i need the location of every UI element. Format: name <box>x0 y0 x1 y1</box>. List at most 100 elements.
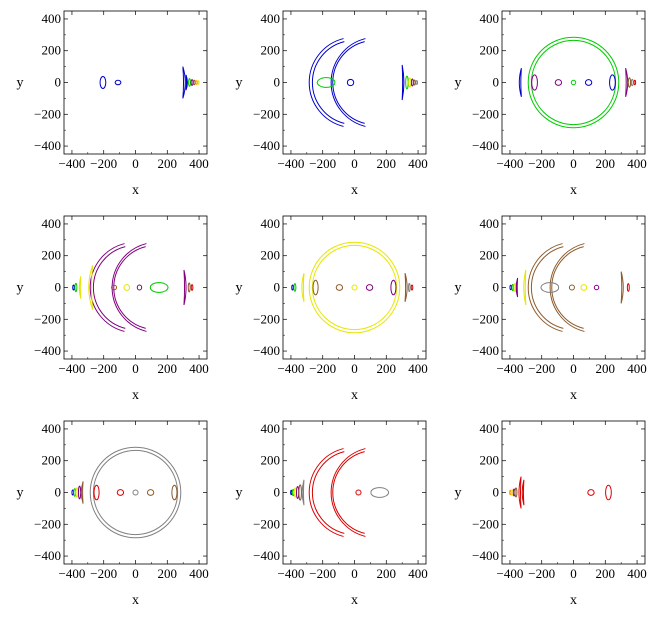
x-tick-label: −400 <box>278 156 305 171</box>
contour-loop <box>531 74 538 91</box>
y-tick-label: −200 <box>472 106 499 121</box>
x-tick-label: 200 <box>596 566 616 581</box>
x-axis-label: x <box>132 183 139 198</box>
y-axis-label: y <box>17 281 24 296</box>
x-axis-label: x <box>351 388 358 403</box>
contour-loop <box>171 484 178 501</box>
contour-lens <box>523 269 527 306</box>
y-tick-label: 200 <box>261 453 281 468</box>
y-tick-label: 200 <box>261 248 281 263</box>
y-axis-label: y <box>236 281 243 296</box>
y-tick-label: −400 <box>472 343 499 358</box>
contour-teardrop <box>316 77 336 88</box>
x-tick-label: −200 <box>528 361 555 376</box>
contour-loop <box>410 78 414 87</box>
contour-arc-left <box>92 246 126 329</box>
x-tick-label: −400 <box>278 566 305 581</box>
plot-frame <box>63 420 208 565</box>
contour-loop <box>405 75 409 90</box>
y-tick-label: 0 <box>55 485 62 500</box>
y-tick-label: 200 <box>480 43 500 58</box>
contour-loop <box>116 489 125 496</box>
contour-loop <box>510 489 514 496</box>
x-axis-label: x <box>351 593 358 608</box>
y-tick-label: 0 <box>493 75 500 90</box>
contour-loop <box>290 489 293 496</box>
x-tick-label: −400 <box>59 566 86 581</box>
contour-arc-left <box>308 448 344 537</box>
contour-loop <box>413 79 416 86</box>
x-tick-label: 400 <box>408 566 428 581</box>
y-tick-label: −200 <box>253 311 280 326</box>
contour-loop <box>365 284 374 291</box>
contour-teardrop <box>540 282 560 293</box>
contour-loop <box>570 79 577 86</box>
contour-lines <box>509 243 630 332</box>
y-axis-label: y <box>17 486 24 501</box>
contour-loop <box>580 284 588 291</box>
x-axis-label: x <box>570 183 577 198</box>
contour-loop <box>123 284 131 291</box>
y-tick-label: −200 <box>34 311 61 326</box>
contour-lens <box>80 481 84 504</box>
contour-loop <box>509 489 512 496</box>
x-tick-label: 200 <box>158 361 178 376</box>
x-tick-label: −200 <box>528 156 555 171</box>
x-tick-label: 400 <box>627 361 647 376</box>
contour-loop <box>609 74 616 91</box>
contour-loop <box>346 78 355 87</box>
y-axis-label: y <box>236 486 243 501</box>
y-tick-label: −400 <box>253 548 280 563</box>
contour-lines <box>308 38 419 127</box>
contour-loop <box>188 78 191 87</box>
x-tick-label: −400 <box>59 156 86 171</box>
x-tick-label: 400 <box>627 156 647 171</box>
contour-loop <box>192 79 196 86</box>
contour-arc-left <box>530 246 564 329</box>
contour-arc-right <box>330 448 366 537</box>
y-tick-label: 0 <box>55 75 62 90</box>
x-tick-label: 0 <box>132 566 139 581</box>
x-tick-label: −200 <box>90 361 117 376</box>
contour-loop <box>630 78 634 87</box>
contour-lens <box>78 276 82 299</box>
plot-frame <box>282 215 427 360</box>
contour-lens <box>518 68 522 97</box>
y-axis-label: y <box>455 486 462 501</box>
contour-arc-right <box>332 451 365 534</box>
y-tick-label: 400 <box>261 421 281 436</box>
contour-loop <box>587 489 595 496</box>
x-tick-label: 400 <box>627 566 647 581</box>
contour-loop <box>190 284 194 291</box>
contour-loop <box>187 282 191 293</box>
contour-loop <box>633 79 637 86</box>
y-tick-label: 200 <box>480 248 500 263</box>
contour-lens <box>515 277 519 298</box>
contour-arc-left <box>527 243 563 332</box>
contour-loop <box>291 488 295 497</box>
contour-loop <box>584 79 593 86</box>
contour-loop <box>415 80 419 85</box>
contour-teardrop <box>149 282 169 293</box>
contour-loop <box>293 283 297 292</box>
y-tick-label: −400 <box>34 138 61 153</box>
contour-loop <box>75 487 79 498</box>
y-tick-label: −400 <box>34 343 61 358</box>
y-tick-label: 200 <box>42 453 62 468</box>
y-tick-label: −400 <box>472 548 499 563</box>
y-tick-label: 400 <box>480 11 500 26</box>
x-tick-label: −400 <box>497 361 524 376</box>
y-axis-label: y <box>236 76 243 91</box>
x-tick-label: −400 <box>497 566 524 581</box>
x-tick-label: −400 <box>278 361 305 376</box>
x-tick-label: 400 <box>189 566 209 581</box>
y-tick-label: 0 <box>493 485 500 500</box>
x-tick-label: 200 <box>377 156 397 171</box>
contour-arc-right <box>549 243 585 332</box>
contour-arc-right <box>330 38 366 127</box>
x-tick-label: 0 <box>132 156 139 171</box>
